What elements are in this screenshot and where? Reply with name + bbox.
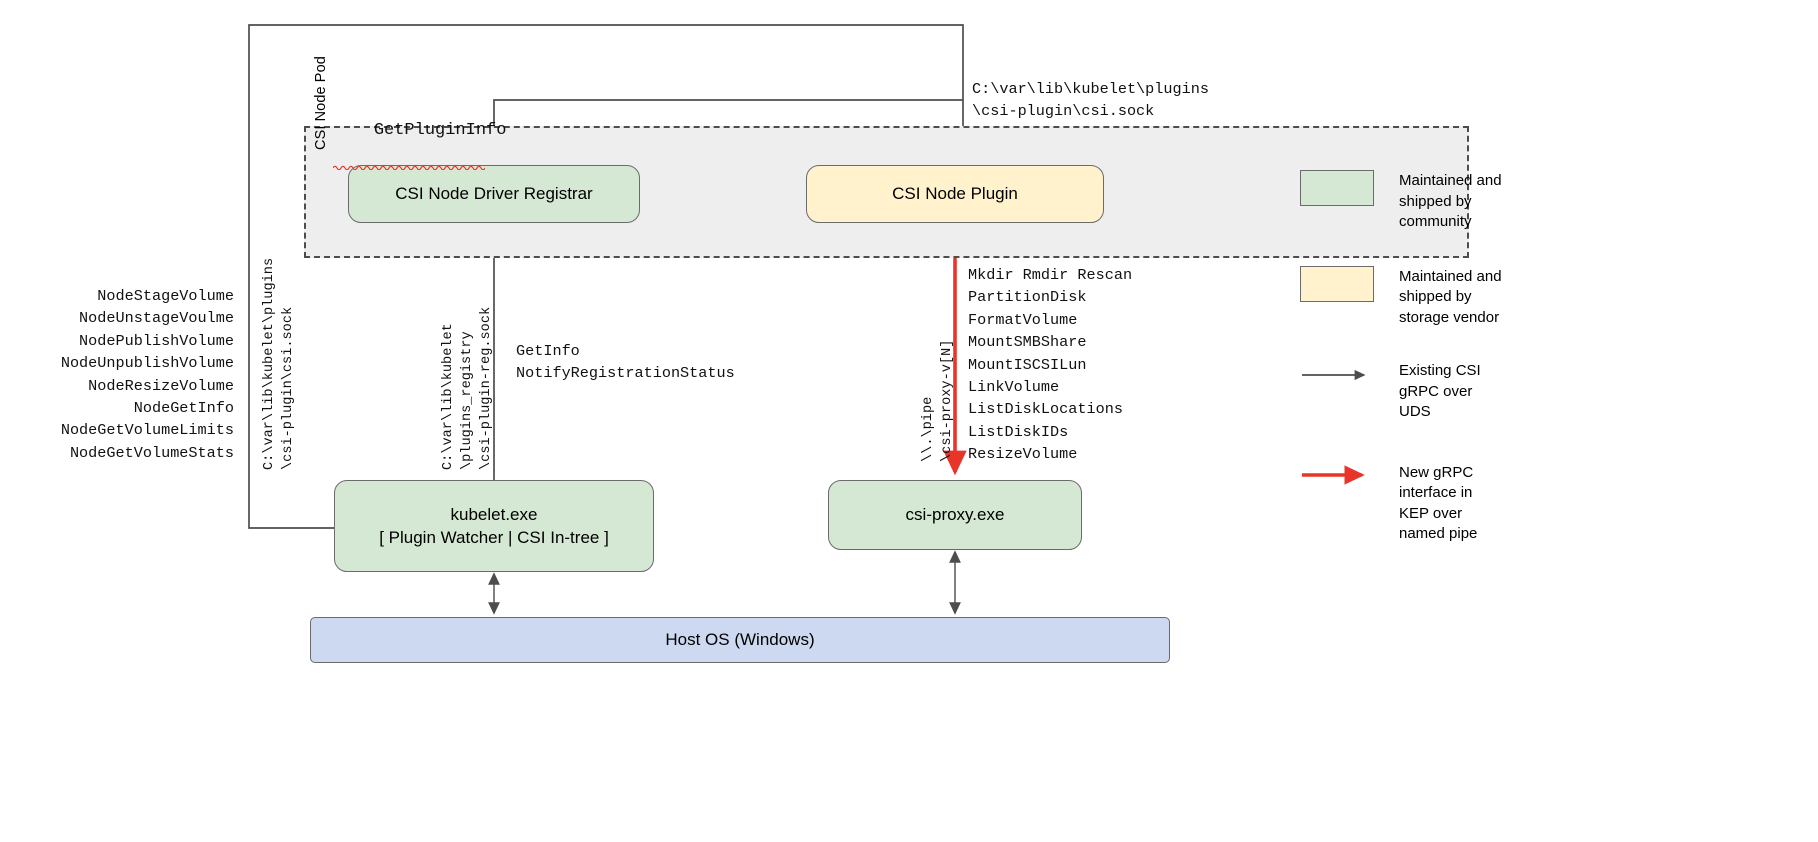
- node-service-operation-item: NodeGetInfo: [133, 399, 234, 418]
- legend-item-existing-csi: Existing CSI gRPC over UDS: [1300, 361, 1800, 423]
- node-service-operation-item: NodeGetVolumeLimits: [60, 421, 234, 440]
- csi-proxy-operation-item: ListDiskIDs: [968, 422, 1069, 441]
- csi-proxy-operation-item: FormatVolume: [968, 310, 1078, 329]
- legend-label-new-grpc: New gRPC interface in KEP over named pip…: [1399, 463, 1478, 543]
- csi-proxy-operation-item: PartitionDisk: [968, 288, 1087, 307]
- kubelet-plugins-path-line2: \csi-plugin\csi.sock: [281, 306, 296, 470]
- registry-calls-label: GetInfo NotifyRegistrationStatus: [516, 342, 735, 383]
- kubelet-exe-sublabel: [ Plugin Watcher | CSI In-tree ]: [379, 528, 609, 547]
- csi-proxy-operation-item: ResizeVolume: [968, 445, 1078, 464]
- node-plugin-socket-path-label: C:\var\lib\kubelet\plugins \csi-plugin\c…: [972, 80, 1209, 121]
- kubelet-exe-box[interactable]: kubelet.exe [ Plugin Watcher | CSI In-tr…: [334, 480, 654, 572]
- named-pipe-path-line1: \\.\pipe: [921, 396, 936, 462]
- legend-item-community: Maintained and shipped by community: [1300, 170, 1800, 233]
- legend-swatch-green: [1300, 170, 1374, 206]
- legend: Maintained and shipped by community Main…: [1300, 170, 1800, 585]
- get-plugin-info-text: GetPluginInfo: [373, 121, 507, 140]
- csi-proxy-operation-item: ListDiskLocations: [968, 400, 1123, 419]
- csi-proxy-exe-label: csi-proxy.exe: [905, 505, 1005, 525]
- plugins-registry-path-line2: \plugins_registry: [460, 331, 475, 470]
- node-service-operation-item: NodeUnstageVoulme: [79, 309, 234, 328]
- csi-node-pod-label: CSI Node Pod: [313, 56, 329, 150]
- csi-node-driver-registrar-label: CSI Node Driver Registrar: [395, 184, 593, 204]
- node-service-operation-item: NodeUnpublishVolume: [60, 354, 234, 373]
- plugins-registry-path-line3: \csi-plugin-reg.sock: [479, 306, 494, 470]
- csi-proxy-exe-box[interactable]: csi-proxy.exe: [828, 480, 1082, 550]
- red-arrow-icon: [1302, 464, 1365, 485]
- legend-arrow-gray: [1300, 361, 1374, 397]
- node-service-operation-item: NodeResizeVolume: [88, 376, 234, 395]
- get-plugin-info-label: GetPluginInfo: [333, 98, 507, 217]
- legend-item-new-grpc: New gRPC interface in KEP over named pip…: [1300, 463, 1800, 545]
- kubelet-exe-label: kubelet.exe: [450, 504, 538, 524]
- spellcheck-squiggle-icon: [333, 165, 485, 170]
- node-service-operation-item: NodePublishVolume: [79, 331, 234, 350]
- legend-label-existing-csi: Existing CSI gRPC over UDS: [1399, 362, 1481, 420]
- csi-node-plugin-box[interactable]: CSI Node Plugin: [806, 165, 1104, 223]
- csi-proxy-operation-item: Mkdir Rmdir Rescan: [968, 266, 1133, 284]
- legend-item-storage-vendor: Maintained and shipped by storage vendor: [1300, 265, 1800, 329]
- named-pipe-path-line2: \csi-proxy-v[N]: [940, 339, 955, 462]
- legend-label-community: Maintained and shipped by community: [1399, 172, 1502, 230]
- csi-node-plugin-label: CSI Node Plugin: [892, 184, 1018, 204]
- csi-node-driver-registrar-box[interactable]: CSI Node Driver Registrar: [348, 165, 640, 223]
- node-service-operation-item: NodeGetVolumeStats: [69, 443, 234, 462]
- csi-proxy-operation-item: MountISCSILun: [968, 355, 1087, 374]
- node-service-operation-item: NodeStageVolume: [97, 287, 234, 305]
- host-os-label: Host OS (Windows): [665, 630, 815, 650]
- kubelet-plugins-path-line1: C:\var\lib\kubelet\plugins: [262, 257, 277, 470]
- legend-swatch-yellow: [1300, 265, 1374, 302]
- gray-arrow-icon: [1302, 369, 1366, 381]
- host-os-box[interactable]: Host OS (Windows): [310, 617, 1170, 663]
- legend-label-storage-vendor: Maintained and shipped by storage vendor: [1399, 267, 1502, 326]
- plugins-registry-path-line1: C:\var\lib\kubelet: [441, 323, 456, 470]
- csi-proxy-operation-item: LinkVolume: [968, 378, 1060, 397]
- legend-arrow-red: [1300, 463, 1374, 499]
- csi-proxy-operation-item: MountSMBShare: [968, 333, 1087, 352]
